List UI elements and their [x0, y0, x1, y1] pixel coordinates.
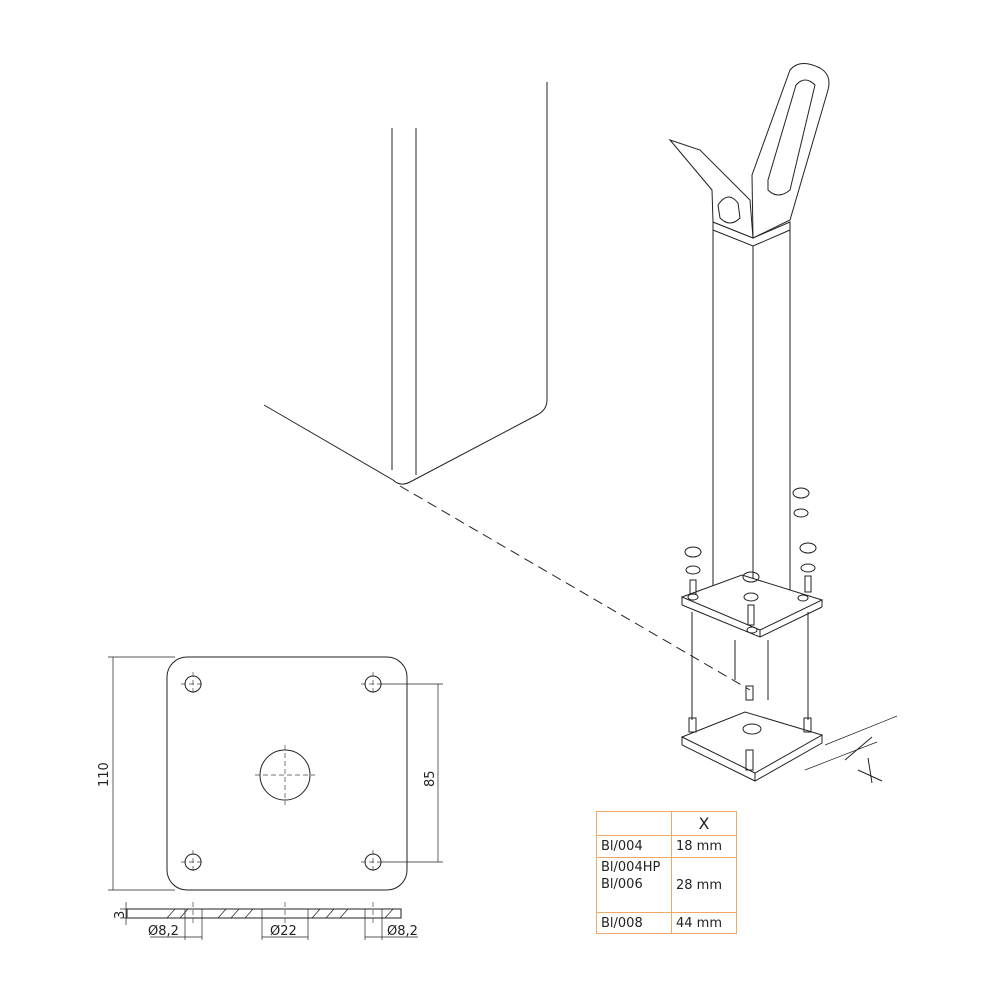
x-value-cell: 44 mm — [671, 912, 737, 934]
dim-110: 110 — [97, 762, 112, 787]
dim-hole-left: Ø8,2 — [148, 924, 179, 939]
dim-3: 3 — [113, 911, 128, 919]
post-assembly — [668, 63, 898, 784]
x-value-cell: 18 mm — [671, 835, 737, 858]
header-cell-x: X — [671, 811, 737, 836]
table-row: Bl/004HP Bl/006 28 mm — [596, 857, 737, 913]
model-cell: Bl/004HP Bl/006 — [596, 857, 672, 913]
dim-85: 85 — [423, 770, 438, 787]
model-cell: Bl/004 — [596, 835, 672, 858]
table-header-row: X — [596, 811, 737, 836]
x-dimension-table: X Bl/004 18 mm Bl/004HP Bl/006 28 mm Bl/0… — [596, 811, 737, 934]
header-cell — [596, 811, 672, 836]
nuts-and-washers — [684, 487, 817, 771]
table-row: Bl/008 44 mm — [596, 912, 737, 934]
x-value-cell: 28 mm — [671, 857, 737, 913]
plate-top-view: 110 85 — [97, 656, 443, 891]
plate-section-view: 3 Ø8,2 Ø22 Ø8,2 — [113, 902, 418, 940]
dim-center-hole: Ø22 — [270, 924, 297, 939]
table-row: Bl/004 18 mm — [596, 835, 737, 858]
x-dimension — [804, 715, 898, 784]
model-cell: Bl/008 — [596, 912, 672, 934]
model-name: Bl/004HP — [601, 860, 661, 875]
model-name: Bl/006 — [601, 877, 643, 892]
dim-hole-right: Ø8,2 — [387, 924, 418, 939]
wall-corner — [263, 82, 751, 691]
